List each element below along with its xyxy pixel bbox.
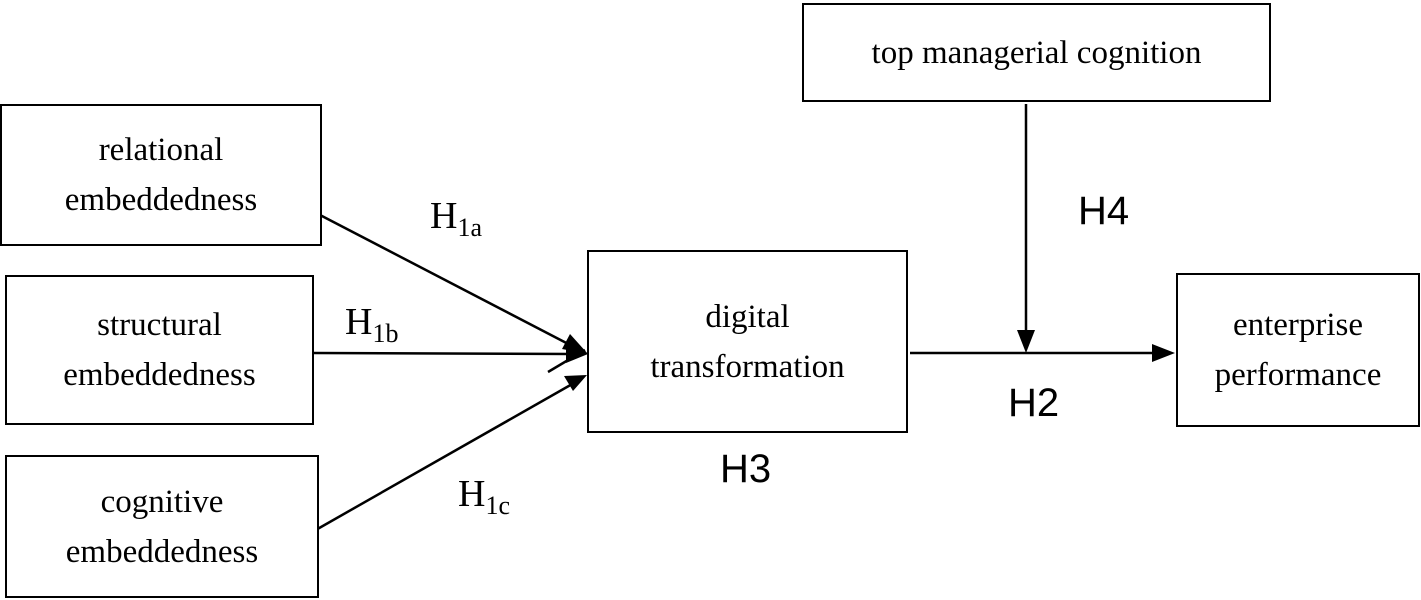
hypothesis-h1a-main: H <box>430 195 458 237</box>
hypothesis-h3: H3 <box>720 447 772 491</box>
hypothesis-h1a: H1a <box>430 195 482 241</box>
top-managerial-cognition-box: top managerial cognition <box>802 3 1271 102</box>
hypothesis-h2: H2 <box>1008 381 1060 425</box>
relational-embeddedness-box: relational embeddedness <box>0 104 322 246</box>
arrow-structural-to-digital <box>313 351 573 356</box>
structural-embeddedness-box: structural embeddedness <box>5 275 314 425</box>
digital-transformation-label: digital transformation <box>650 298 845 385</box>
enterprise-performance-box: enterprise performance <box>1176 273 1420 427</box>
enterprise-performance-label: enterprise performance <box>1214 307 1382 393</box>
cognitive-embeddedness-box: cognitive embeddedness <box>5 455 319 598</box>
hypothesis-h1c-main: H <box>458 473 486 515</box>
hypothesis-h1b-sub: 1b <box>372 319 399 348</box>
relational-embeddedness-label: relational embeddedness <box>64 132 258 218</box>
arrow-cognitive-to-digital <box>313 381 575 533</box>
top-managerial-cognition-label: top managerial cognition <box>871 34 1202 71</box>
cognitive-embeddedness-label: cognitive embeddedness <box>65 483 259 570</box>
structural-embeddedness-label: structural embeddedness <box>63 307 256 393</box>
hypothesis-h1c: H1c <box>458 473 510 519</box>
arrowhead-cognitive <box>564 375 587 391</box>
arrowhead-moderation <box>1017 330 1035 353</box>
digital-transformation-box: digital transformation <box>587 250 908 433</box>
hypothesis-h1c-sub: 1c <box>485 491 510 520</box>
arrowhead-performance <box>1152 344 1175 362</box>
hypothesis-h1a-sub: 1a <box>457 213 482 242</box>
hypothesis-h1b: H1b <box>345 301 398 347</box>
hypothesis-h4: H4 <box>1078 189 1130 233</box>
arrow-relational-to-digital <box>319 213 577 350</box>
hypothesis-h1b-main: H <box>345 301 373 343</box>
arrow-cognitive-tick <box>547 348 586 374</box>
